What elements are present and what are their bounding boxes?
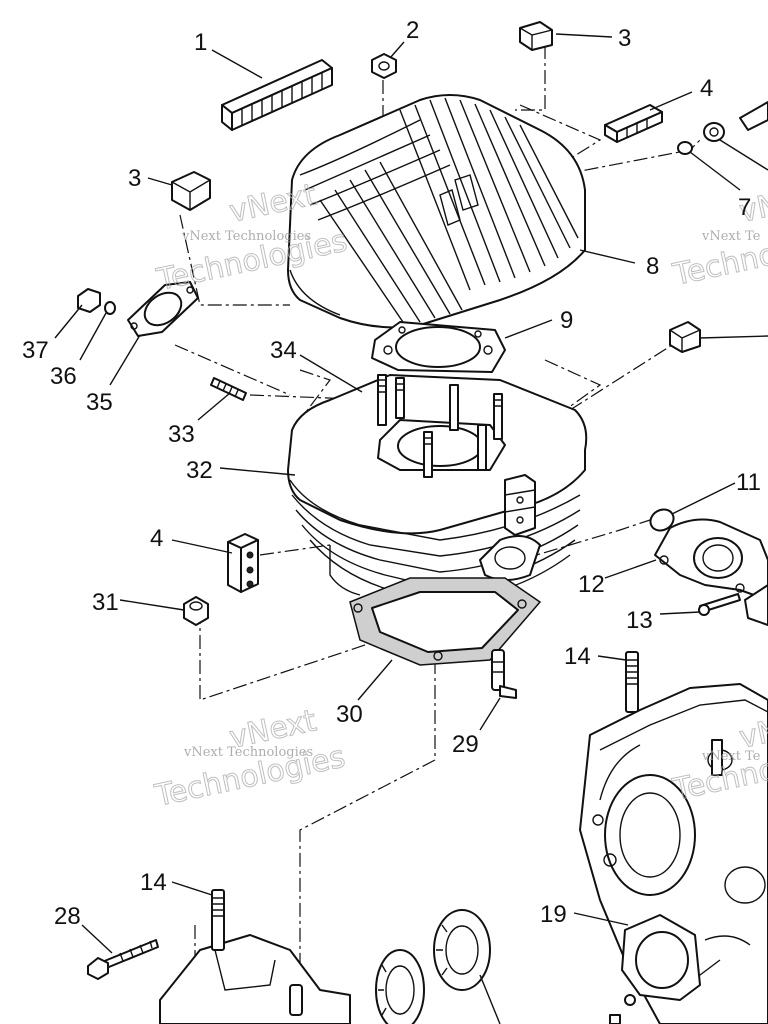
part-28-bolt xyxy=(87,939,159,980)
callout-31: 31 xyxy=(92,589,119,616)
part-8-cylinder-head xyxy=(287,94,586,329)
part-13-screw xyxy=(698,593,741,616)
part-12-intake-manifold xyxy=(654,518,768,626)
callout-labels: 1 2 3 3 4 7 8 9 34 37 36 35 33 32 11 4 1… xyxy=(22,17,761,930)
part-33-stud xyxy=(210,377,247,401)
callout-36: 36 xyxy=(50,363,77,390)
callout-4-bottom: 4 xyxy=(150,525,163,552)
part-19-gasket xyxy=(609,914,701,1024)
part-34-studs xyxy=(377,374,503,478)
callout-14-right: 14 xyxy=(564,643,591,670)
watermark-1-line2: vNext Technologies xyxy=(181,229,311,244)
callout-3-top: 3 xyxy=(618,25,631,52)
part-1-fin-block xyxy=(221,59,333,131)
watermark-4-line2: vNext Te xyxy=(701,749,761,764)
callout-34: 34 xyxy=(270,337,297,364)
callout-29: 29 xyxy=(452,731,479,758)
callout-8: 8 xyxy=(646,253,659,280)
callout-13: 13 xyxy=(626,607,653,634)
callout-19: 19 xyxy=(540,901,567,928)
part-9-head-gasket xyxy=(371,321,506,373)
watermark-3: vNext vNext Te Techno xyxy=(669,177,768,294)
part-32-cylinder xyxy=(287,374,588,614)
part-3-left-block xyxy=(171,171,211,211)
callout-28: 28 xyxy=(54,903,81,930)
callout-33: 33 xyxy=(168,421,195,448)
callout-3-left: 3 xyxy=(128,165,141,192)
callout-30: 30 xyxy=(336,701,363,728)
callout-7: 7 xyxy=(738,194,751,221)
part-3-top-block xyxy=(519,21,553,51)
callout-32: 32 xyxy=(186,457,213,484)
bearings xyxy=(375,909,491,1024)
crankcase-left-half xyxy=(159,889,351,1024)
watermark-2: vNext vNext Technologies Technologies xyxy=(151,703,349,815)
watermark-3-line2: vNext Te xyxy=(701,229,761,244)
callout-35: 35 xyxy=(86,389,113,416)
part-37-nut xyxy=(77,288,101,313)
callout-2: 2 xyxy=(406,17,419,44)
callout-4-top: 4 xyxy=(700,75,713,102)
callout-9: 9 xyxy=(560,307,573,334)
callout-12: 12 xyxy=(578,571,605,598)
part-30-base-gasket xyxy=(349,577,542,666)
watermark-2-line2: vNext Technologies xyxy=(183,745,313,760)
watermark-3-line3: Techno xyxy=(669,237,768,293)
part-36-washer xyxy=(104,301,116,315)
part-29-fitting xyxy=(491,649,517,699)
callout-37: 37 xyxy=(22,337,49,364)
callout-11: 11 xyxy=(736,469,761,496)
part-10-block xyxy=(669,321,701,353)
part-4-upper-block xyxy=(604,104,663,143)
part-7-washer xyxy=(677,101,768,155)
part-4-lower-block xyxy=(227,533,259,593)
leader-lines xyxy=(54,33,768,1024)
part-2-nut xyxy=(371,53,397,79)
part-35-flange-gasket xyxy=(127,281,199,337)
part-31-nut xyxy=(183,596,209,626)
callout-14-left: 14 xyxy=(140,869,167,896)
callout-1: 1 xyxy=(194,29,207,56)
